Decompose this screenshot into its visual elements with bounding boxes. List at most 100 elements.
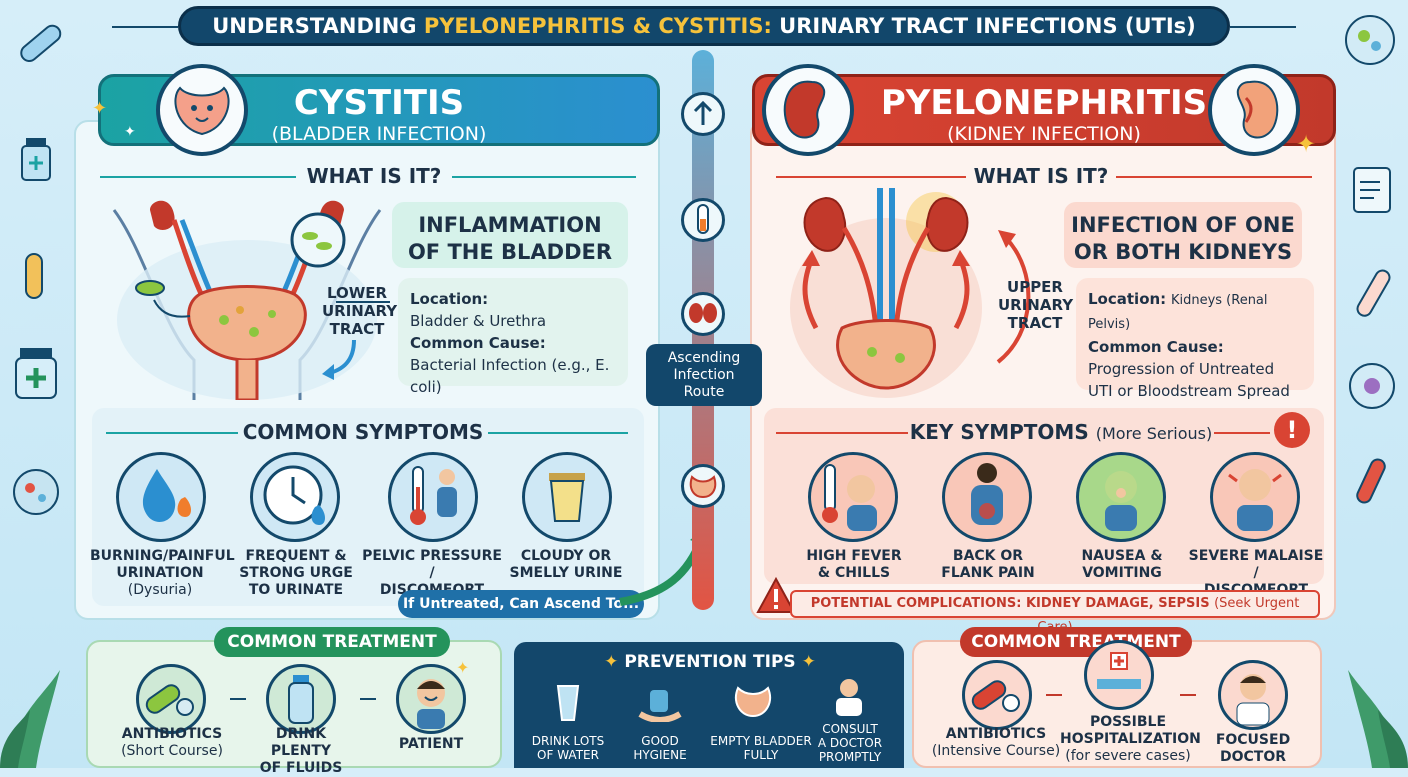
title-connector-right: [1230, 26, 1296, 28]
divider: [100, 176, 296, 178]
cystitis-title: CYSTITIS: [293, 83, 465, 123]
malaise-icon: [1228, 469, 1282, 531]
divider: [106, 432, 238, 434]
divider: [776, 176, 966, 178]
doctor-icon: [836, 679, 862, 716]
hospitalization-circle: [1084, 640, 1154, 710]
divider: [230, 698, 246, 700]
divider: [776, 432, 908, 434]
cystitis-treatment-heading: COMMON TREATMENT: [214, 627, 450, 657]
pelvic-pressure-circle: [388, 452, 478, 542]
prevention-heading: ✦ PREVENTION TIPS ✦: [604, 652, 816, 672]
cystitis-info: Location: Bladder & Urethra Common Cause…: [398, 278, 628, 396]
clipboard-icon: [1353, 167, 1391, 213]
arrow-up-icon: [693, 100, 713, 125]
water-glass-icon: [556, 685, 580, 721]
treatment-antibiotics-short: ANTIBIOTICS(Short Course): [121, 726, 223, 759]
doctor-icon: [1236, 674, 1270, 726]
symptom-nausea: NAUSEA &VOMITING: [1081, 548, 1163, 581]
arrow-icon: [322, 339, 356, 380]
pyelonephritis-subtitle: (KIDNEY INFECTION): [947, 123, 1141, 145]
pyelonephritis-title: PYELONEPHRITIS: [880, 83, 1208, 123]
urine-cup-icon: [549, 473, 585, 522]
capsule-icon: [145, 684, 194, 716]
divider: [1116, 176, 1312, 178]
route-node-test-tube: [681, 198, 725, 242]
microbe-icon: [1345, 15, 1395, 65]
water-bottle-icon: [288, 675, 314, 724]
route-node-kidneys: [681, 292, 725, 336]
malaise-circle: [1210, 452, 1300, 542]
fever-circle: [808, 452, 898, 542]
alert-icon: !: [1274, 412, 1310, 448]
complications-banner: POTENTIAL COMPLICATIONS: KIDNEY DAMAGE, …: [790, 590, 1320, 635]
divider: [360, 698, 376, 700]
cystitis-symptoms-heading: COMMON SYMPTOMS: [242, 420, 484, 444]
sparkle-icon: ✦: [456, 658, 470, 677]
capsule-icon: [971, 680, 1020, 712]
route-node-top: [681, 92, 725, 136]
bladder-icon: [174, 86, 230, 136]
symptom-fever: HIGH FEVER& CHILLS: [806, 548, 902, 581]
back-pain-circle: [942, 452, 1032, 542]
page-title: UNDERSTANDING PYELONEPHRITIS & CYSTITIS:…: [178, 6, 1230, 46]
fluids-circle: [266, 664, 336, 734]
test-tube-icon: [697, 204, 709, 234]
thermometer-person-icon: [410, 466, 457, 525]
antibiotics-circle: [136, 664, 206, 734]
bladder-icon: [689, 475, 717, 499]
cystitis-what-is-it: WHAT IS IT?: [306, 164, 442, 188]
kidney-icon: [783, 80, 826, 139]
plant-left-icon: [0, 670, 60, 768]
pyelonephritis-info: Location: Kidneys (Renal Pelvis) Common …: [1076, 278, 1314, 400]
cell-icon: [1349, 363, 1395, 409]
cystitis-subtitle: (BLADDER INFECTION): [271, 123, 487, 145]
plant-right-icon: [1348, 670, 1408, 768]
title-connector-left: [112, 26, 178, 28]
doctor-circle: [1218, 660, 1288, 730]
bandage-icon: [20, 24, 62, 62]
divider: [1180, 694, 1196, 696]
hand-soap-icon: [638, 690, 682, 722]
back-pain-icon: [971, 463, 1003, 525]
divider: [1046, 694, 1062, 696]
capsule-icon: [25, 253, 43, 299]
treatment-patient: PATIENT: [398, 736, 464, 752]
intensive-antibiotics-circle: [962, 660, 1032, 730]
upper-urinary-tract-illustration: [790, 188, 982, 398]
pill-bottle-icon: [15, 348, 57, 399]
pyelonephritis-what-is-it: WHAT IS IT?: [973, 164, 1109, 188]
cloudy-urine-circle: [522, 452, 612, 542]
frequent-urge-circle: [250, 452, 340, 542]
hospital-bed-icon: [1097, 652, 1141, 689]
clock-icon: [263, 465, 325, 525]
medicine-bottle-icon: [21, 138, 51, 181]
bladder-icon: [734, 686, 772, 718]
kidney-cross-section-icon: [1236, 80, 1279, 139]
happy-patient-icon: [417, 679, 445, 729]
divider: [452, 176, 636, 178]
bacteria-icon: [13, 469, 59, 515]
sparkle-icon: ✦: [124, 124, 136, 140]
route-node-bladder: [681, 464, 725, 508]
sample-tube-icon: [1356, 458, 1386, 504]
kidney-badge-right: [1208, 64, 1300, 156]
warning-icon: [756, 576, 796, 613]
divider: [488, 432, 628, 434]
sparkle-icon: ✦: [1296, 130, 1317, 158]
water-drop-flame-icon: [142, 469, 191, 522]
